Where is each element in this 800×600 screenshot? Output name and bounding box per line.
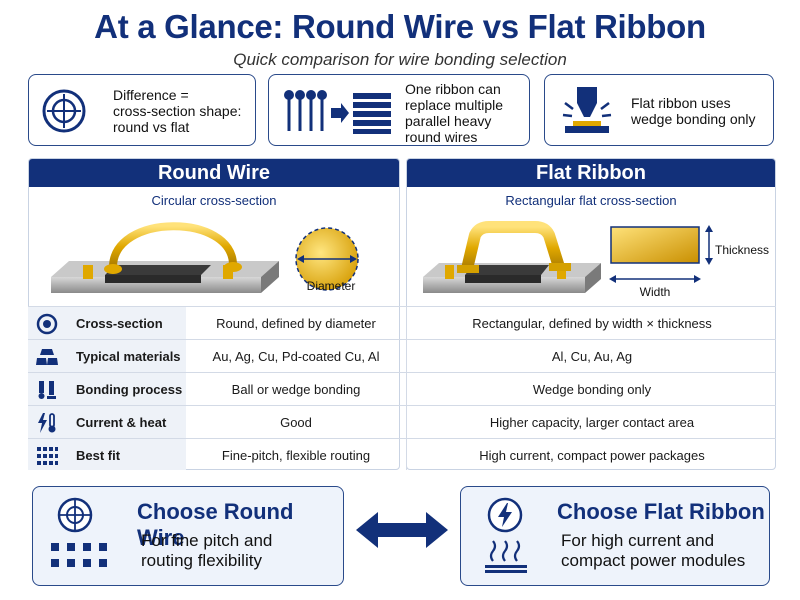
page-title: At a Glance: Round Wire vs Flat Ribbon — [94, 8, 706, 45]
info-box-ribbon-replace: One ribbon can replace multiple parallel… — [268, 74, 530, 146]
thickness-label: Thickness — [715, 243, 770, 257]
ribbon-value: Al, Cu, Au, Ag — [551, 349, 633, 364]
row-label: Best fit — [76, 448, 121, 463]
chip-grid-icon — [51, 543, 107, 567]
flat-ribbon-panel-subtitle: Rectangular flat cross-section — [505, 193, 677, 208]
table-row: Best fit Fine-pitch, flexible routing Hi… — [28, 438, 776, 470]
dot-grid-icon — [37, 447, 58, 465]
round-cross-section-diagram — [295, 227, 359, 291]
flat-ribbon-panel-title: Flat Ribbon — [407, 159, 775, 187]
round-value: Round, defined by diameter — [216, 316, 376, 331]
row-label: Typical materials — [76, 349, 181, 364]
metal-bars-icon — [36, 349, 58, 365]
diameter-label: Diameter — [306, 279, 356, 293]
round-value: Fine-pitch, flexible routing — [221, 448, 371, 463]
ribbon-value: Higher capacity, larger contact area — [489, 415, 695, 430]
flat-ribbon-bond-illustration — [423, 221, 601, 293]
choose-flat-ribbon-text: For high current and compact power modul… — [561, 531, 746, 570]
table-row: Cross-section Round, defined by diameter… — [28, 306, 776, 339]
table-row: Typical materials Au, Ag, Cu, Pd-coated … — [28, 339, 776, 372]
power-icon — [487, 497, 523, 533]
wedge-bond-tool-icon — [562, 87, 612, 133]
info-box-wedge-only: Flat ribbon uses wedge bonding only — [544, 74, 774, 146]
row-label: Bonding process — [76, 382, 183, 397]
round-wire-panel-subtitle: Circular cross-section — [151, 193, 277, 208]
choose-flat-ribbon-title: Choose Flat Ribbon — [557, 499, 765, 524]
table-row: Current & heat Good Higher capacity, lar… — [28, 405, 776, 438]
round-value: Good — [280, 415, 312, 430]
crosshair-icon — [57, 497, 93, 533]
ribbon-value: Rectangular, defined by width × thicknes… — [472, 316, 712, 331]
round-value: Ball or wedge bonding — [231, 382, 361, 397]
table-row: Bonding process Ball or wedge bonding We… — [28, 372, 776, 405]
info-box-difference-text: Difference = cross-section shape: round … — [113, 87, 242, 135]
bond-tool-icon — [38, 381, 56, 399]
round-wire-panel-title: Round Wire — [29, 159, 399, 187]
row-label: Current & heat — [76, 415, 167, 430]
choose-flat-ribbon-card: Choose Flat Ribbon For high current and … — [460, 486, 770, 586]
info-box-difference: Difference = cross-section shape: round … — [28, 74, 256, 146]
choose-round-wire-card: Choose Round Wire For fine pitch and rou… — [32, 486, 344, 586]
flat-ribbon-panel: Flat Ribbon Rectangular flat cross-secti… — [406, 158, 776, 470]
wires-to-ribbon-icon — [284, 90, 391, 134]
crosshair-icon — [42, 89, 86, 133]
target-icon — [36, 313, 58, 335]
page-subtitle: Quick comparison for wire bonding select… — [233, 50, 567, 69]
heat-waves-icon — [485, 540, 527, 573]
lightning-thermometer-icon — [38, 413, 56, 433]
ribbon-value: Wedge bonding only — [532, 382, 652, 397]
ribbon-value: High current, compact power packages — [479, 448, 705, 463]
rect-cross-section-diagram — [609, 225, 713, 283]
choose-round-wire-title: Choose Round Wire — [137, 499, 294, 550]
comparison-table: Cross-section Round, defined by diameter… — [28, 306, 776, 470]
info-box-wedge-only-text: Flat ribbon uses wedge bonding only — [631, 95, 756, 127]
width-label: Width — [639, 285, 671, 299]
round-wire-bond-illustration — [51, 222, 279, 293]
round-value: Au, Ag, Cu, Pd-coated Cu, Al — [212, 349, 380, 364]
table-divider — [406, 306, 407, 470]
info-box-ribbon-replace-text: One ribbon can replace multiple parallel… — [405, 81, 504, 145]
double-arrow-icon — [356, 512, 448, 548]
row-label: Cross-section — [76, 316, 163, 331]
choose-round-wire-text: For fine pitch and routing flexibility — [141, 531, 273, 570]
